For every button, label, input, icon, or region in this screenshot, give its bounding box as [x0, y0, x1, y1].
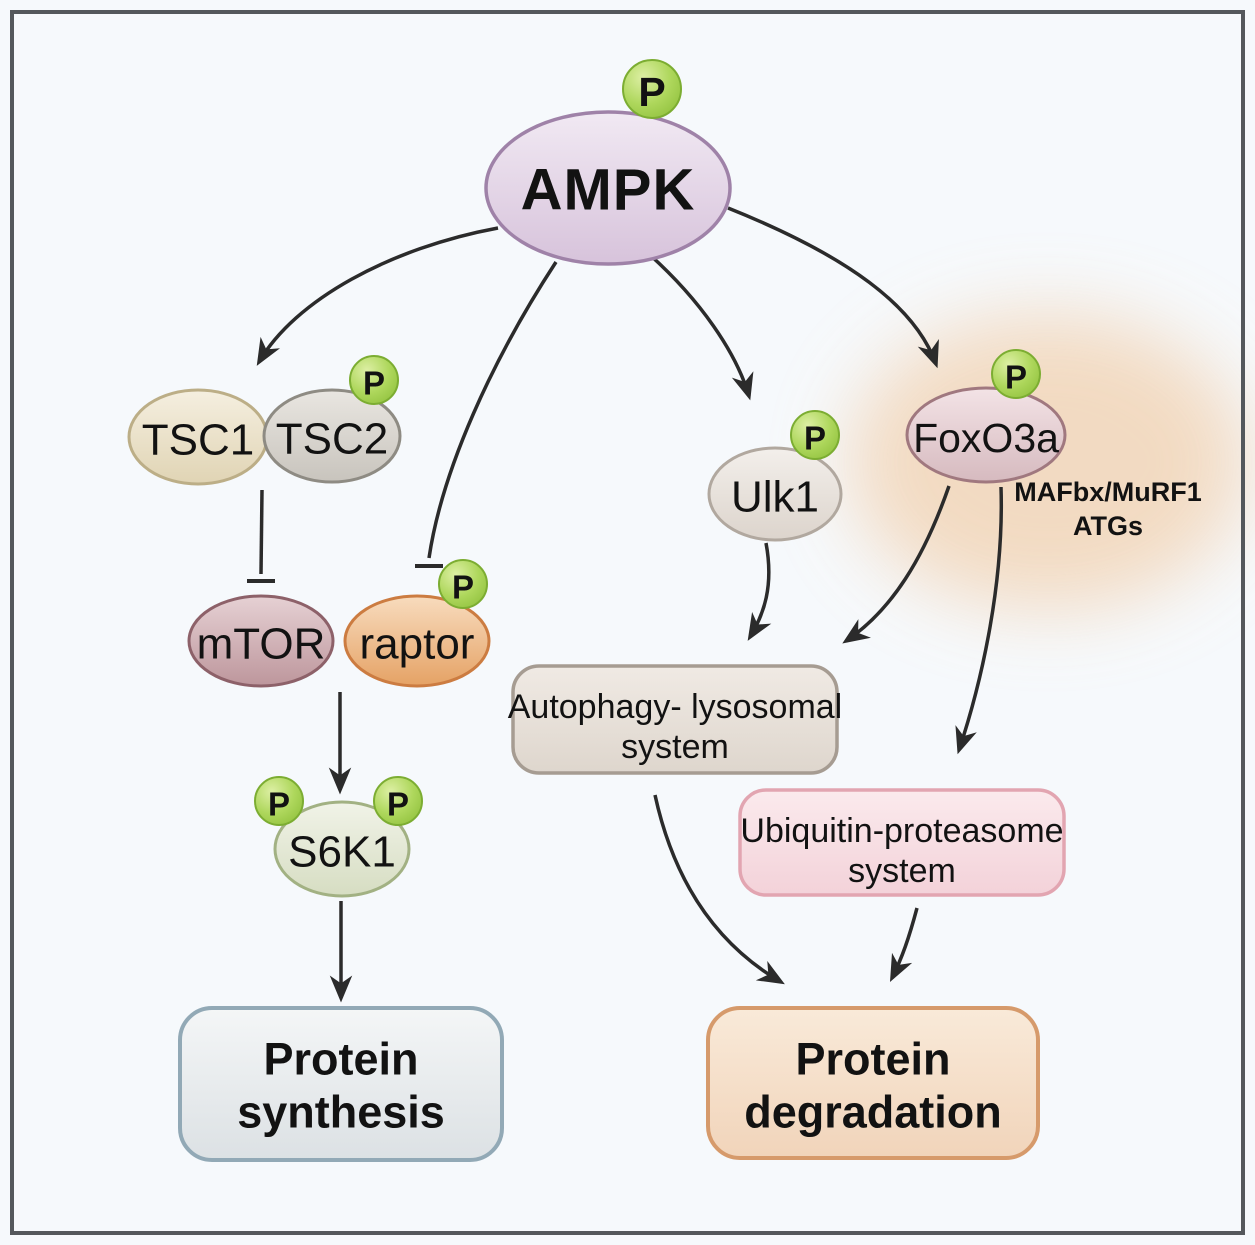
annotation-atgs: ATGs: [1073, 511, 1143, 541]
node-tsc2: TSC2: [262, 388, 402, 484]
phospho-badge-label: P: [452, 569, 474, 606]
box-protein-synthesis: Protein synthesis: [178, 1006, 504, 1162]
arrow-ampk-to-ulk1: [648, 253, 754, 401]
node-tsc1-label: TSC1: [142, 416, 254, 465]
arrow-foxo3a-to-ubiquitin: [955, 486, 1004, 755]
phospho-badge-raptor: P: [438, 559, 488, 609]
phospho-badge-foxo3a: P: [991, 349, 1041, 399]
inhibit-line-tsc-to-mtor: [259, 489, 264, 575]
box-protein-degradation-line1: Protein: [795, 1034, 950, 1085]
node-tsc2-label: TSC2: [276, 415, 388, 464]
node-ampk: AMPK: [484, 110, 732, 266]
inhibit-line-ampk-to-raptor: [427, 261, 558, 559]
box-protein-degradation: Protein degradation: [706, 1006, 1040, 1160]
node-ulk1: Ulk1: [707, 446, 843, 542]
arrow-foxo3a-to-autophagy: [842, 485, 951, 644]
node-ulk1-label: Ulk1: [731, 473, 819, 522]
node-raptor: raptor: [343, 594, 491, 688]
node-ampk-label: AMPK: [521, 158, 696, 223]
arrow-ampk-to-tsc: [256, 226, 499, 366]
box-autophagy-line1: Autophagy- lysosomal: [508, 688, 843, 726]
arrow-ampk-to-foxo3a: [727, 206, 939, 369]
arrow-ubiquitin-to-degradation: [889, 907, 919, 983]
phospho-badge-s6k1-left: P: [254, 776, 304, 826]
node-mtor-label: mTOR: [197, 620, 326, 669]
node-mtor: mTOR: [187, 594, 335, 688]
node-tsc1: TSC1: [127, 388, 269, 486]
node-s6k1: S6K1: [273, 800, 411, 898]
annotation-mafbx: MAFbx/MuRF1: [1014, 477, 1201, 507]
box-protein-synthesis-line2: synthesis: [237, 1087, 445, 1138]
arrow-ulk1-to-autophagy: [747, 542, 772, 641]
arrow-autophagy-to-degradation: [653, 794, 785, 985]
phospho-badge-label: P: [387, 786, 409, 823]
node-foxo3a: FoxO3a: [905, 386, 1067, 484]
phospho-badge-label: P: [363, 365, 385, 402]
phospho-badge-label: P: [638, 69, 665, 115]
figure-frame: [10, 10, 1245, 1235]
box-protein-degradation-line2: degradation: [744, 1087, 1002, 1138]
box-ubiquitin: Ubiquitin-proteasome system: [738, 788, 1066, 897]
phospho-badge-label: P: [804, 420, 826, 457]
phospho-badge-ampk: P: [622, 59, 682, 119]
box-ubiquitin-line1: Ubiquitin-proteasome: [740, 812, 1063, 850]
node-s6k1-label: S6K1: [288, 828, 396, 877]
phospho-badge-label: P: [1005, 359, 1027, 396]
box-autophagy-line2: system: [621, 728, 729, 766]
phospho-badge-label: P: [268, 786, 290, 823]
node-foxo3a-label: FoxO3a: [913, 415, 1059, 461]
box-ubiquitin-line2: system: [848, 852, 956, 890]
phospho-badge-s6k1-right: P: [373, 776, 423, 826]
phospho-badge-tsc2: P: [349, 355, 399, 405]
phospho-badge-ulk1: P: [790, 410, 840, 460]
box-protein-synthesis-line1: Protein: [263, 1034, 418, 1085]
box-autophagy: Autophagy- lysosomal system: [508, 664, 843, 775]
node-raptor-label: raptor: [360, 620, 475, 669]
